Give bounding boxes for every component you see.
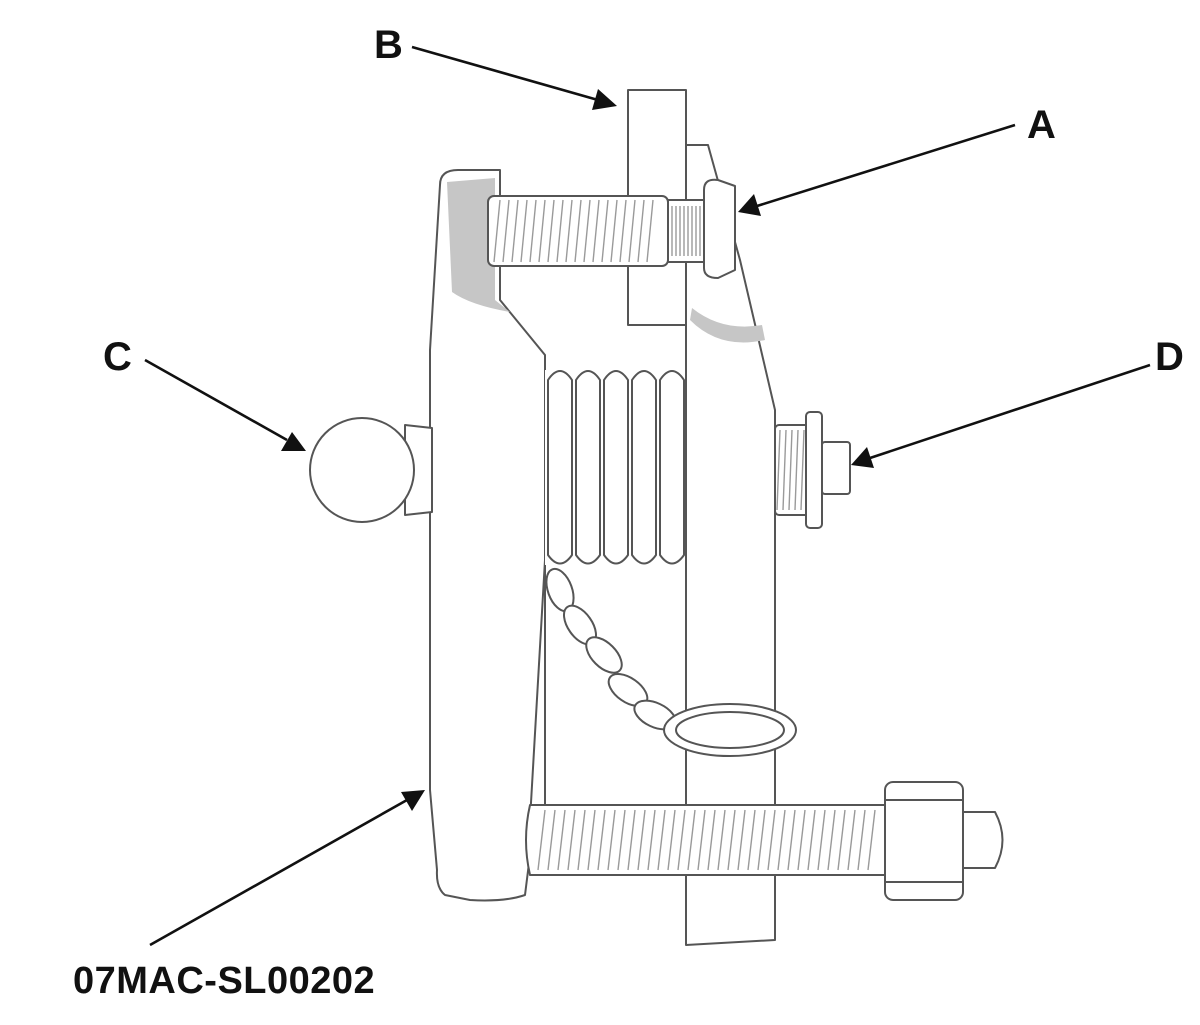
side-nut (774, 411, 851, 529)
leader-line-a (738, 123, 1016, 216)
tool-body (429, 169, 546, 902)
callout-label-c: C (103, 335, 132, 379)
tool-part-number: 07MAC-SL00202 (73, 960, 376, 1002)
leader-line-tool (149, 790, 425, 947)
upper-bolt (487, 178, 736, 279)
forcing-screw (525, 781, 1004, 901)
leader-line-c (144, 358, 306, 451)
retaining-chain (545, 567, 797, 757)
callout-label-b: B (374, 23, 403, 67)
handle-knob (309, 417, 433, 523)
callout-label-a: A (1027, 103, 1056, 147)
leader-line-b (411, 45, 617, 110)
leader-line-d (851, 363, 1151, 468)
spring (545, 370, 685, 565)
callout-label-d: D (1155, 335, 1184, 379)
